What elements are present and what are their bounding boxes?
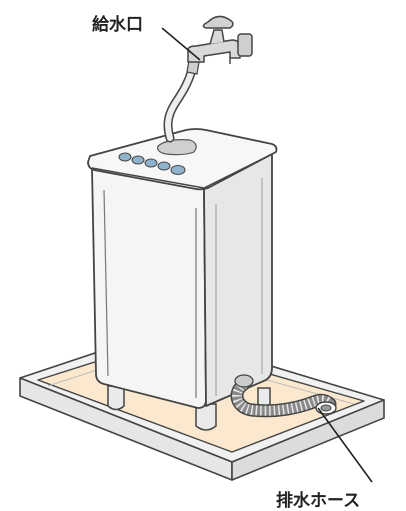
water-supply-hose-icon: [168, 60, 199, 138]
water-inlet-label: 給水口: [92, 10, 143, 35]
drain-hose-label: 排水ホース: [276, 486, 360, 511]
water-inlet-leader-line: [162, 28, 200, 60]
faucet-icon: [188, 16, 252, 64]
